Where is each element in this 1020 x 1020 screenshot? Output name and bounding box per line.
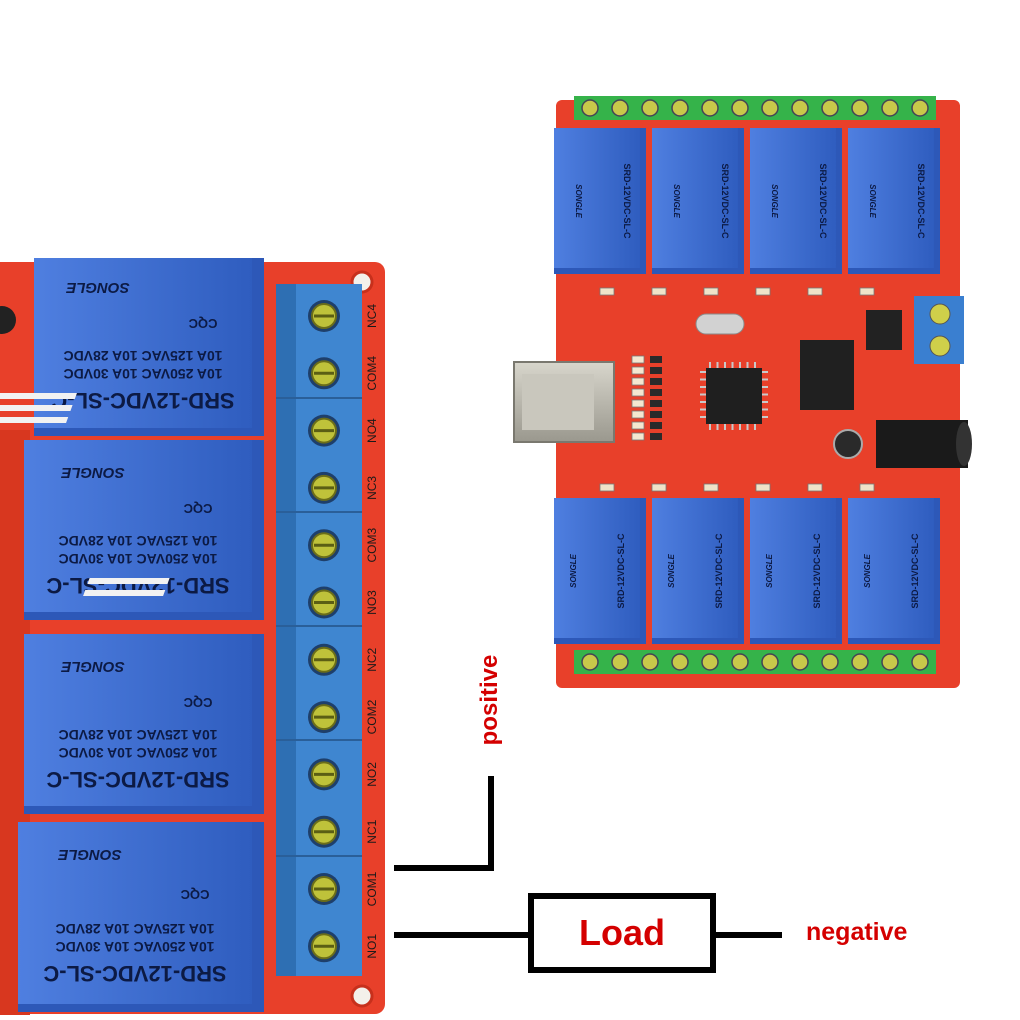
- svg-text:SRD-12VDC-SL-C: SRD-12VDC-SL-C: [616, 533, 626, 609]
- terminal-screw: [308, 701, 340, 734]
- right-relay: SRD-12VDC-SL-C SONGLE: [652, 128, 744, 274]
- bottom-relay-row: SRD-12VDC-SL-C SONGLE SRD-12VDC-SL-C SONGLE…: [554, 498, 940, 644]
- terminal-screw: [308, 414, 340, 447]
- relay-3: SRD-12VDC-SL-C 10A 250VAC 10A 30VDC 10A …: [24, 440, 264, 620]
- relay-rating-text: 10A 125VAC 10A 28VDC: [58, 727, 217, 743]
- positive-label: positive: [470, 645, 510, 755]
- power-terminal: [914, 296, 964, 364]
- left-relay-board: SRD-12VDC-SL-C 10A 250VAC 10A 30VDC 10A …: [0, 258, 385, 1015]
- terminal-label-com3: COM3: [365, 528, 379, 563]
- smd-components: [599, 287, 875, 492]
- right-relay-board: SRD-12VDC-SL-C SONGLE SRD-12VDC-SL-C SONGLE…: [513, 96, 972, 688]
- relay-1: SRD-12VDC-SL-C 10A 250VAC 10A 30VDC 10A …: [18, 822, 264, 1012]
- relay-cert-text: CQC: [183, 501, 213, 516]
- svg-text:SONGLE: SONGLE: [667, 553, 676, 587]
- terminal-label-nc2: NC2: [365, 647, 379, 671]
- mcu-chip: [700, 362, 768, 430]
- relay-model-text: SRD-12VDC-SL-C: [51, 388, 234, 413]
- terminal-label-no4: NO4: [365, 418, 379, 443]
- svg-text:SRD-12VDC-SL-C: SRD-12VDC-SL-C: [910, 533, 920, 609]
- relay-rating-text: 10A 250VAC 10A 30VDC: [58, 745, 217, 761]
- terminal-label-com2: COM2: [365, 699, 379, 734]
- relay-rating-text: 10A 250VAC 10A 30VDC: [55, 939, 214, 955]
- wiring: [394, 776, 782, 938]
- crystal: [695, 313, 745, 335]
- right-relay: SRD-12VDC-SL-C SONGLE: [554, 498, 646, 644]
- svg-text:SONGLE: SONGLE: [868, 184, 877, 218]
- mount-hole: [350, 984, 374, 1008]
- component-dot: [0, 306, 16, 334]
- terminal-screw: [308, 758, 340, 791]
- bottom-green-terminals: [574, 650, 936, 674]
- svg-text:SRD-12VDC-SL-C: SRD-12VDC-SL-C: [812, 533, 822, 609]
- relay-cert-text: CQC: [183, 695, 213, 710]
- right-relay: SRD-12VDC-SL-C SONGLE: [652, 498, 744, 644]
- positive-label-text: positive: [476, 654, 503, 746]
- terminal-label-no2: NO2: [365, 762, 379, 787]
- positive-wire: [394, 776, 494, 871]
- relay-4: SRD-12VDC-SL-C 10A 250VAC 10A 30VDC 10A …: [0, 258, 264, 436]
- relay-cert-text: CQC: [188, 316, 218, 331]
- relay-cert-text: CQC: [180, 887, 210, 902]
- terminal-label-nc4: NC4: [365, 304, 379, 328]
- terminal-label-no1: NO1: [365, 934, 379, 959]
- load-box: Load: [528, 893, 716, 973]
- terminal-label-com1: COM1: [365, 871, 379, 906]
- terminal-label-no3: NO3: [365, 590, 379, 615]
- terminal-label-nc3: NC3: [365, 476, 379, 500]
- terminal-screw: [308, 357, 340, 390]
- voltage-regulator: [866, 310, 902, 350]
- relay-model-text: SRD-12VDC-SL-C: [43, 961, 226, 986]
- svg-text:SRD-12VDC-SL-C: SRD-12VDC-SL-C: [714, 533, 724, 609]
- relay-rating-text: 10A 250VAC 10A 30VDC: [63, 366, 222, 382]
- terminal-screw: [308, 586, 340, 619]
- relay-model-text: SRD-12VDC-SL-C: [46, 767, 229, 792]
- terminal-block: [276, 284, 362, 976]
- svg-text:SRD-12VDC-SL-C: SRD-12VDC-SL-C: [720, 163, 730, 239]
- terminal-screw: [308, 873, 340, 905]
- terminal-screw: [308, 529, 340, 562]
- svg-text:SRD-12VDC-SL-C: SRD-12VDC-SL-C: [916, 163, 926, 239]
- relay-brand-text: SONGLE: [60, 658, 124, 675]
- terminal-screw: [308, 815, 340, 848]
- svg-text:SONGLE: SONGLE: [574, 184, 583, 218]
- svg-text:SONGLE: SONGLE: [863, 553, 872, 587]
- terminal-screw: [308, 930, 340, 963]
- terminal-screw: [308, 471, 340, 504]
- relay-2: SRD-12VDC-SL-C 10A 250VAC 10A 30VDC 10A …: [24, 634, 264, 814]
- terminal-screw: [308, 300, 340, 332]
- load-label: Load: [579, 912, 665, 953]
- right-relay: SRD-12VDC-SL-C SONGLE: [848, 498, 940, 644]
- relay-brand-text: SONGLE: [60, 464, 124, 481]
- usb-b-connector: [513, 361, 615, 443]
- relay-brand-text: SONGLE: [57, 846, 121, 863]
- top-green-terminals: [574, 96, 936, 120]
- driver-chip: [800, 340, 854, 410]
- terminal-screw: [308, 643, 340, 676]
- terminal-label-nc1: NC1: [365, 819, 379, 843]
- negative-label: negative: [806, 918, 908, 946]
- svg-text:SONGLE: SONGLE: [770, 184, 779, 218]
- terminal-label-com4: COM4: [365, 356, 379, 391]
- dc-jack: [876, 420, 972, 468]
- svg-text:SONGLE: SONGLE: [672, 184, 681, 218]
- right-relay: SRD-12VDC-SL-C SONGLE: [848, 128, 940, 274]
- relay-rating-text: 10A 125VAC 10A 28VDC: [55, 921, 214, 937]
- right-relay: SRD-12VDC-SL-C SONGLE: [554, 128, 646, 274]
- top-relay-row: SRD-12VDC-SL-C SONGLE SRD-12VDC-SL-C SONGLE…: [554, 128, 940, 274]
- relay-rating-text: 10A 125VAC 10A 28VDC: [63, 348, 222, 364]
- relay-brand-text: SONGLE: [65, 279, 129, 296]
- svg-text:SONGLE: SONGLE: [765, 553, 774, 587]
- right-relay: SRD-12VDC-SL-C SONGLE: [750, 498, 842, 644]
- svg-text:SONGLE: SONGLE: [569, 553, 578, 587]
- svg-text:SRD-12VDC-SL-C: SRD-12VDC-SL-C: [622, 163, 632, 239]
- capacitor: [833, 429, 863, 459]
- svg-text:SRD-12VDC-SL-C: SRD-12VDC-SL-C: [818, 163, 828, 239]
- relay-rating-text: 10A 250VAC 10A 30VDC: [58, 551, 217, 567]
- relay-rating-text: 10A 125VAC 10A 28VDC: [58, 533, 217, 549]
- right-relay: SRD-12VDC-SL-C SONGLE: [750, 128, 842, 274]
